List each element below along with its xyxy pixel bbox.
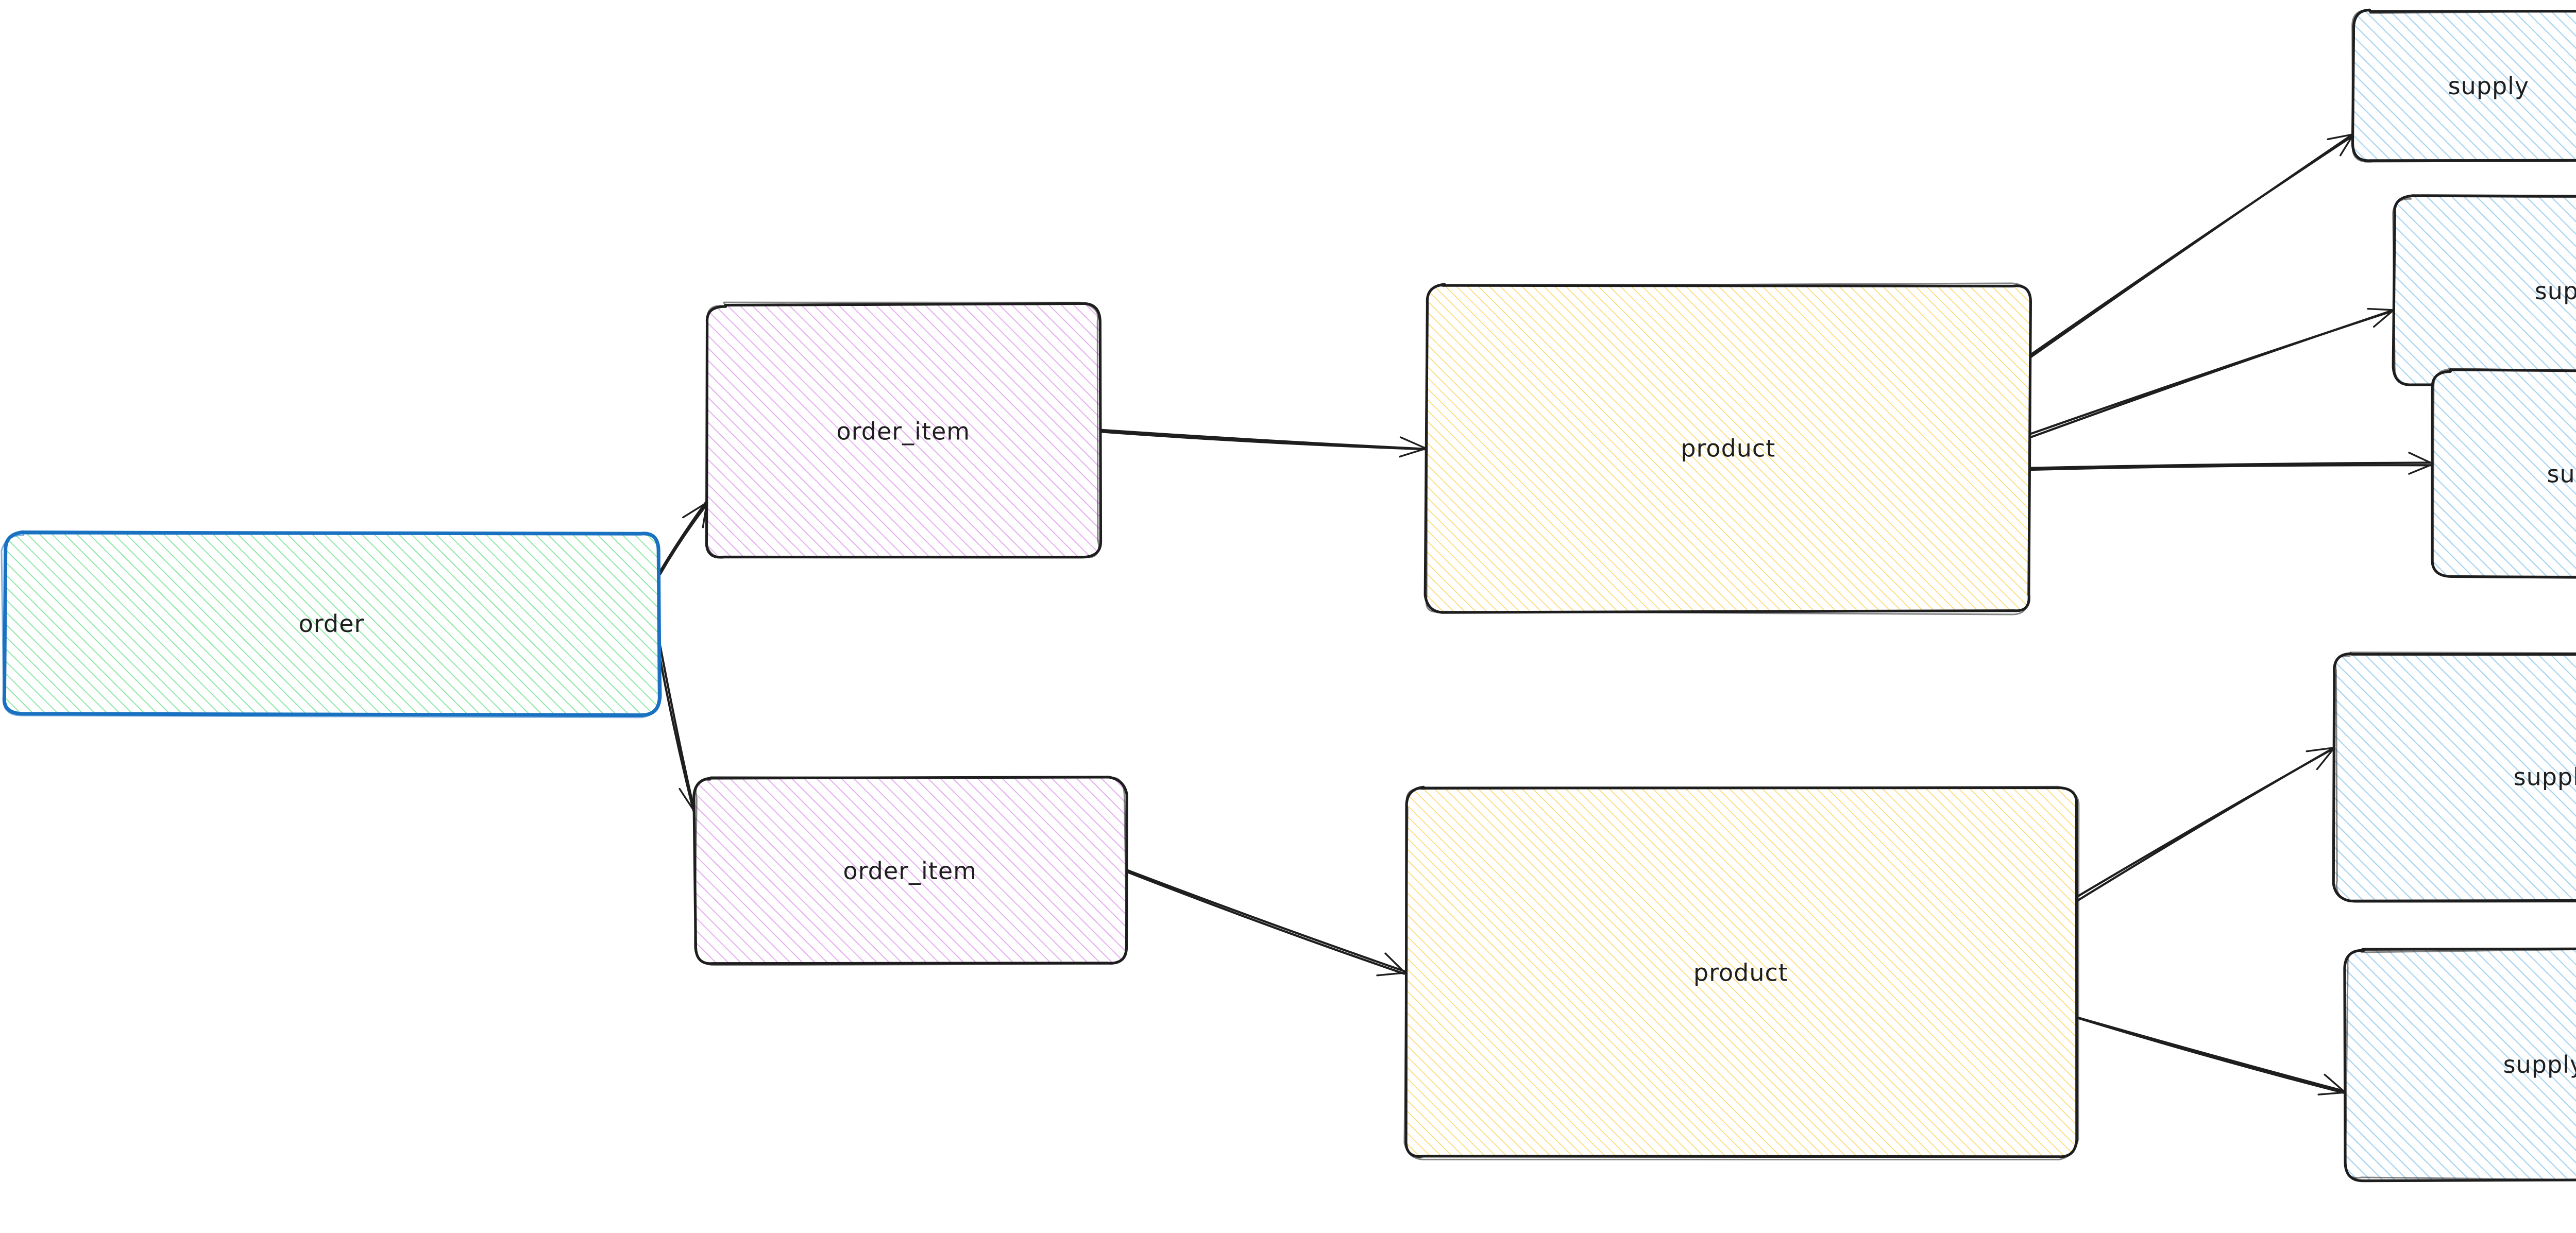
edge-product_1-to-supply_2[interactable]: [2029, 307, 2395, 439]
node-product_1[interactable]: product: [1423, 282, 2032, 615]
edge-product_1-to-supply_3[interactable]: [2029, 452, 2435, 475]
node-fill-pink: [694, 778, 1126, 964]
node-order[interactable]: order: [1, 530, 663, 718]
node-outline: [1403, 785, 2080, 1161]
node-label-order: order: [299, 610, 365, 638]
node-supply_4[interactable]: supply: [2332, 652, 2576, 903]
node-product_2[interactable]: product: [1403, 785, 2080, 1161]
node-label-supply_4: supply: [2514, 763, 2576, 791]
node-order_item_2[interactable]: order_item: [692, 776, 1128, 966]
node-supply_1[interactable]: supply: [2351, 8, 2576, 163]
node-order_item_1[interactable]: order_item: [705, 301, 1103, 559]
node-outline: [2335, 652, 2576, 903]
arrowhead-stroke: [2408, 463, 2434, 475]
edge-product_1-to-supply_1[interactable]: [2029, 132, 2355, 358]
arrowhead-stroke: [2367, 307, 2395, 311]
arrowhead-stroke: [1399, 436, 1427, 450]
node-fill-blue: [2394, 197, 2576, 385]
nodes-layer: orderorder_itemorder_itemproductproducts…: [1, 8, 2576, 1183]
node-outline: [2351, 9, 2576, 163]
node-outline: [705, 301, 1100, 559]
edge-line: [659, 644, 696, 813]
edge-line: [2075, 1016, 2346, 1094]
node-label-supply_1: supply: [2448, 72, 2530, 100]
node-outline: [693, 776, 1128, 966]
node-fill-blue: [2353, 11, 2576, 162]
edge-line: [659, 502, 709, 576]
node-fill-blue: [2345, 950, 2576, 1180]
node-label-supply_5: supply: [2503, 1051, 2576, 1078]
edge-line: [2076, 747, 2335, 902]
edge-order_item_2-to-product_2[interactable]: [1125, 868, 1406, 977]
arrowhead-stroke: [1376, 972, 1406, 977]
arrowhead-stroke: [2327, 133, 2354, 141]
edge-line: [656, 645, 695, 812]
edge-line: [2030, 461, 2435, 469]
edge-line: [2029, 309, 2394, 439]
arrowhead-stroke: [2306, 747, 2335, 752]
edge-product_2-to-supply_5[interactable]: [2075, 1016, 2347, 1095]
edge-line: [2029, 464, 2434, 471]
node-outline: [1, 530, 663, 718]
node-supply_5[interactable]: supply: [2343, 947, 2576, 1183]
edge-order_item_1-to-product_1[interactable]: [1099, 429, 1428, 458]
node-label-order_item_1: order_item: [837, 418, 971, 446]
node-outline: [2432, 367, 2576, 577]
node-fill-blue: [2433, 371, 2576, 578]
arrowhead-stroke: [682, 502, 708, 519]
node-outline: [1404, 785, 2078, 1158]
node-label-supply_2: supply: [2535, 277, 2576, 305]
node-outline: [1425, 282, 2031, 615]
arrowhead-stroke: [1384, 952, 1406, 974]
arrowhead-stroke: [2339, 133, 2354, 157]
node-fill-pink: [707, 305, 1100, 558]
arrowhead-stroke: [2316, 747, 2335, 770]
node-label-order_item_2: order_item: [843, 857, 977, 885]
node-label-product_2: product: [1693, 958, 1788, 986]
edge-product_2-to-supply_4[interactable]: [2075, 746, 2336, 902]
edge-line: [2076, 1016, 2347, 1093]
node-supply_2[interactable]: supply: [2392, 194, 2576, 387]
arrowhead-stroke: [1399, 448, 1427, 458]
node-label-supply_3: supply: [2547, 460, 2576, 488]
edge-line: [1099, 431, 1428, 451]
node-fill-green: [4, 533, 659, 715]
node-fill-blue: [2334, 655, 2576, 900]
node-fill-yellow: [1426, 285, 2030, 612]
arrowhead-stroke: [679, 787, 696, 813]
arrowhead-stroke: [2372, 309, 2395, 328]
edges-layer: [656, 132, 2435, 1095]
node-outline: [2345, 949, 2576, 1180]
node-fill-yellow: [1405, 788, 2077, 1158]
edge-line: [2030, 132, 2355, 358]
arrowhead-stroke: [2324, 1073, 2346, 1093]
node-label-product_1: product: [1681, 434, 1775, 462]
node-outline: [2343, 947, 2576, 1183]
edge-order-to-order_item_2[interactable]: [656, 644, 700, 813]
edge-order-to-order_item_1[interactable]: [658, 501, 709, 576]
edge-line: [1125, 868, 1406, 973]
arrowhead-stroke: [2317, 1091, 2346, 1095]
arrowhead-stroke: [2408, 452, 2434, 465]
edge-line: [1099, 429, 1427, 450]
edge-line: [1125, 870, 1405, 975]
edge-line: [658, 501, 707, 574]
node-outline: [2351, 8, 2576, 162]
node-supply_3[interactable]: supply: [2431, 367, 2576, 579]
